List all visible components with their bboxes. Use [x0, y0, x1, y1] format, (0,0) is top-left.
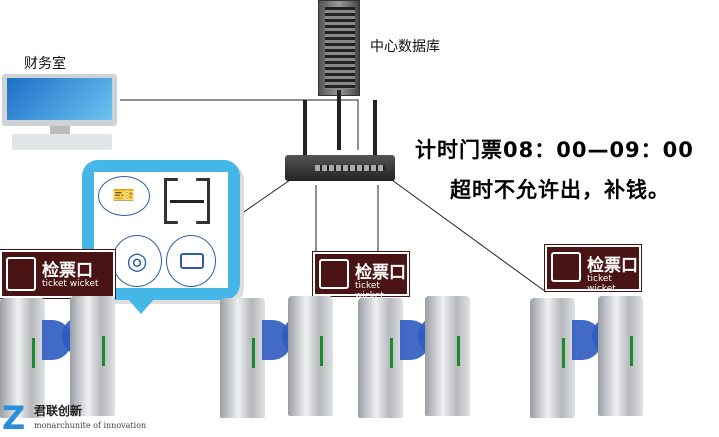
logo-z-icon: Z — [2, 399, 26, 437]
ticket-methods-bubble: 🎫 ◎ — [82, 160, 240, 314]
turnstile-group-3 — [530, 296, 660, 428]
gate-sign-en: ticket wicket — [42, 279, 99, 289]
company-logo: Z 君联创新 monarchunite of innovation — [2, 399, 146, 437]
ticket-check-icon — [6, 257, 36, 291]
ticket-check-icon — [551, 252, 581, 282]
database-label: 中心数据库 — [370, 39, 440, 55]
fingerprint-icon: ◎ — [112, 235, 162, 287]
router-icon — [285, 90, 395, 185]
computer-icon — [2, 74, 120, 154]
gate-sign-cn: 检票口 — [587, 256, 638, 276]
ticket-icon: 🎫 — [98, 176, 150, 216]
gate-sign-en: ticket wicket — [587, 274, 616, 294]
gate-sign-cn: 检票口 — [355, 263, 406, 283]
gate-sign-en: ticket wicket — [355, 281, 384, 301]
notice-line-1: 计时门票08：00—09：00 — [415, 138, 694, 162]
turnstile-group-2 — [220, 296, 470, 428]
finance-room-label: 财务室 — [24, 56, 66, 72]
notice-line-2: 超时不允许出，补钱。 — [450, 178, 670, 202]
turnstile-group-1 — [0, 296, 130, 428]
server-icon — [318, 0, 360, 96]
card-icon — [166, 235, 216, 287]
ticket-check-icon — [319, 259, 349, 289]
logo-en: monarchunite of innovation — [34, 421, 147, 430]
logo-cn: 君联创新 — [34, 404, 83, 418]
gate-sign-cn: 检票口 — [42, 261, 93, 281]
